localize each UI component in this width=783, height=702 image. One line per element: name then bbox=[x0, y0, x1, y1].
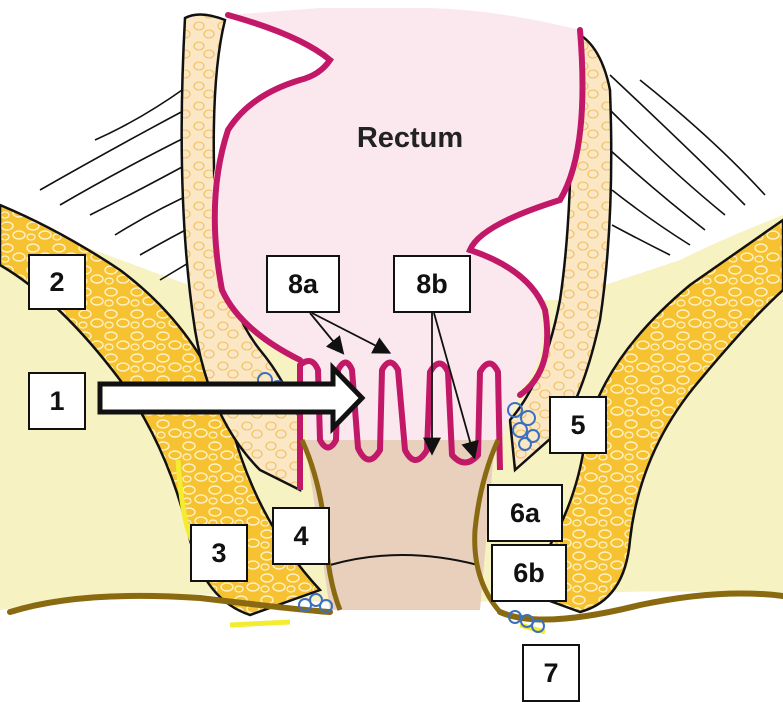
label-5: 5 bbox=[549, 396, 607, 454]
label-6b: 6b bbox=[491, 544, 567, 602]
bottom-yellow-strip bbox=[230, 622, 545, 632]
label-8a: 8a bbox=[266, 255, 340, 313]
label-4: 4 bbox=[272, 507, 330, 565]
label-6a: 6a bbox=[487, 484, 563, 542]
label-3: 3 bbox=[190, 524, 248, 582]
label-7: 7 bbox=[522, 644, 580, 702]
label-8b: 8b bbox=[393, 255, 471, 313]
rectum-title: Rectum bbox=[330, 122, 490, 155]
right-levator-fibers bbox=[610, 75, 765, 255]
label-2: 2 bbox=[28, 254, 86, 310]
label-1: 1 bbox=[28, 372, 86, 430]
